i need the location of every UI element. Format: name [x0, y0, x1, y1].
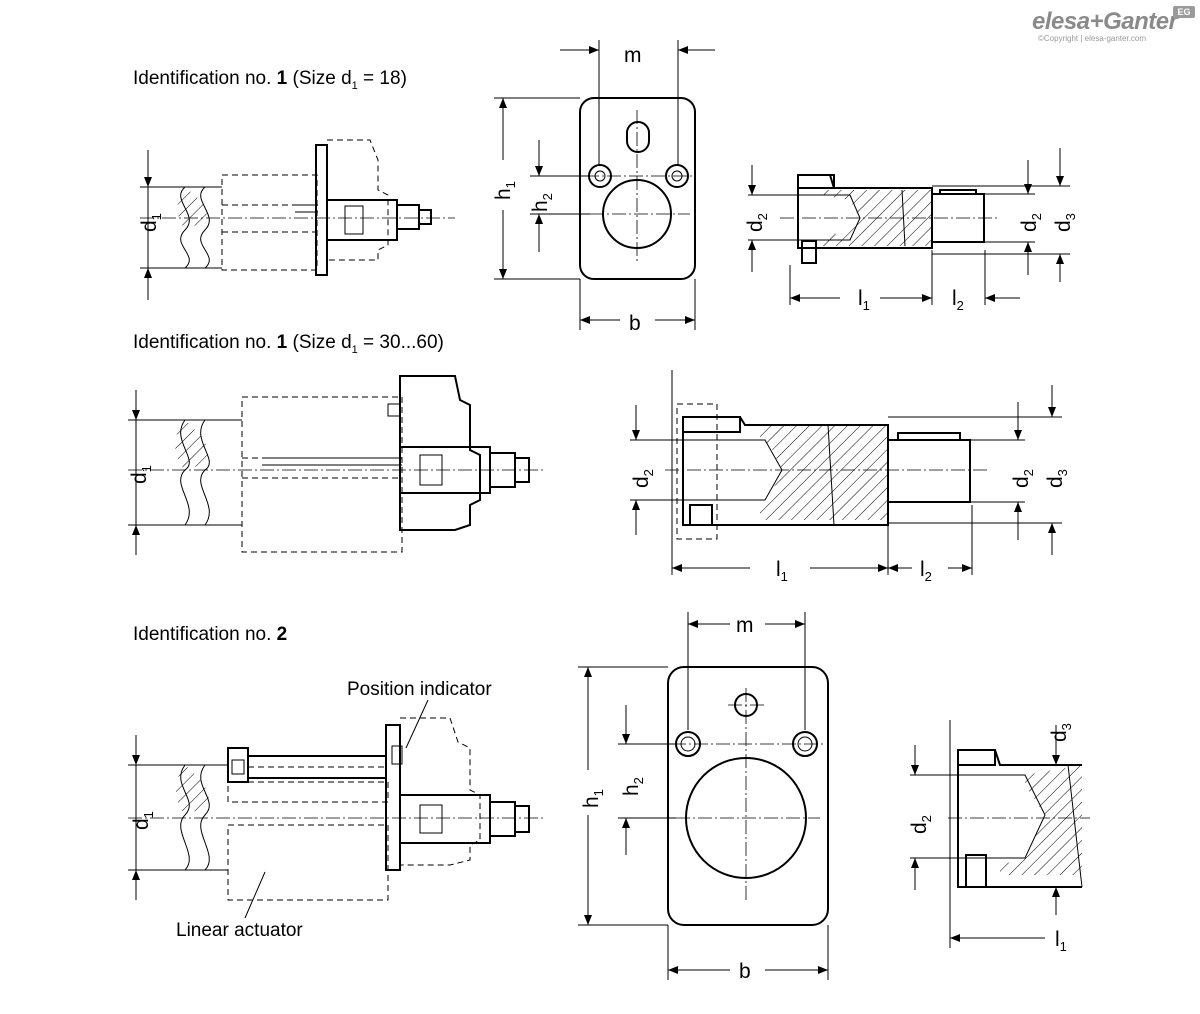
label-l1: l1 [858, 287, 870, 313]
view-id1-large-side: d1 [128, 375, 545, 555]
caption-id1-large: Identification no. 1 (Size d1 = 30...60) [133, 332, 444, 356]
label-d3: d3 [1052, 213, 1078, 232]
caption-prefix: Identification no. [133, 68, 277, 89]
view-id1-large-section: d2 d2 d3 l1 l2 [630, 370, 1070, 584]
label-b: b [629, 312, 641, 335]
view-id1-small-side: d1 [138, 139, 455, 300]
callout-position-indicator: Position indicator [347, 679, 492, 700]
label-h2: h2 [529, 193, 555, 212]
caption-id2: Identification no. 2 [133, 624, 287, 646]
label-l1: l1 [776, 558, 788, 584]
label-d2-left: d2 [744, 213, 770, 232]
label-d1: d1 [130, 811, 156, 830]
label-d3: d3 [1044, 469, 1070, 488]
label-h1: h1 [492, 181, 518, 200]
caption-size-value: = 30...60) [357, 332, 444, 353]
label-d1: d1 [138, 213, 164, 232]
view-id2-side: d1 [128, 699, 545, 919]
brand-logo: elesa+Ganter EG ©Copyright | elesa-gante… [1032, 6, 1197, 46]
caption-number: 1 [276, 68, 288, 89]
view-id1-small-front: m b h1 h2 [492, 40, 715, 335]
brand-copyright: ©Copyright | elesa-ganter.com [1038, 34, 1147, 43]
label-d2-left: d2 [630, 469, 656, 488]
caption-number: 2 [276, 624, 288, 645]
caption-number: 1 [276, 332, 288, 353]
label-l1: l1 [1055, 928, 1067, 954]
brand-name: elesa+Ganter [1032, 8, 1178, 35]
label-l2: l2 [952, 287, 964, 313]
caption-size: (Size d [287, 332, 352, 353]
label-l2: l2 [920, 558, 932, 584]
caption-prefix: Identification no. [133, 332, 277, 353]
view-id2-section: d2 d3 l1 [908, 720, 1090, 954]
view-id1-small-section: d2 d2 d3 l1 l2 [744, 148, 1078, 313]
label-d2: d2 [908, 815, 934, 834]
label-d2-right: d2 [1010, 469, 1036, 488]
view-id2-front: m b h1 h2 [578, 612, 829, 983]
brand-badge: EG [1173, 6, 1195, 18]
label-m: m [736, 614, 754, 637]
label-h2: h2 [620, 777, 646, 796]
caption-size-sub: 1 [351, 79, 358, 92]
label-d3: d3 [1048, 723, 1074, 742]
label-d2-right: d2 [1018, 213, 1044, 232]
label-h1: h1 [580, 789, 606, 808]
caption-prefix: Identification no. [133, 624, 277, 645]
callout-linear-actuator: Linear actuator [176, 920, 303, 941]
caption-size: (Size d [287, 68, 352, 89]
label-m: m [624, 44, 642, 67]
label-b: b [739, 960, 751, 983]
caption-size-value: = 18) [357, 68, 407, 89]
label-d1: d1 [128, 465, 154, 484]
caption-id1-small: Identification no. 1 (Size d1 = 18) [133, 68, 407, 92]
caption-size-sub: 1 [351, 343, 358, 356]
